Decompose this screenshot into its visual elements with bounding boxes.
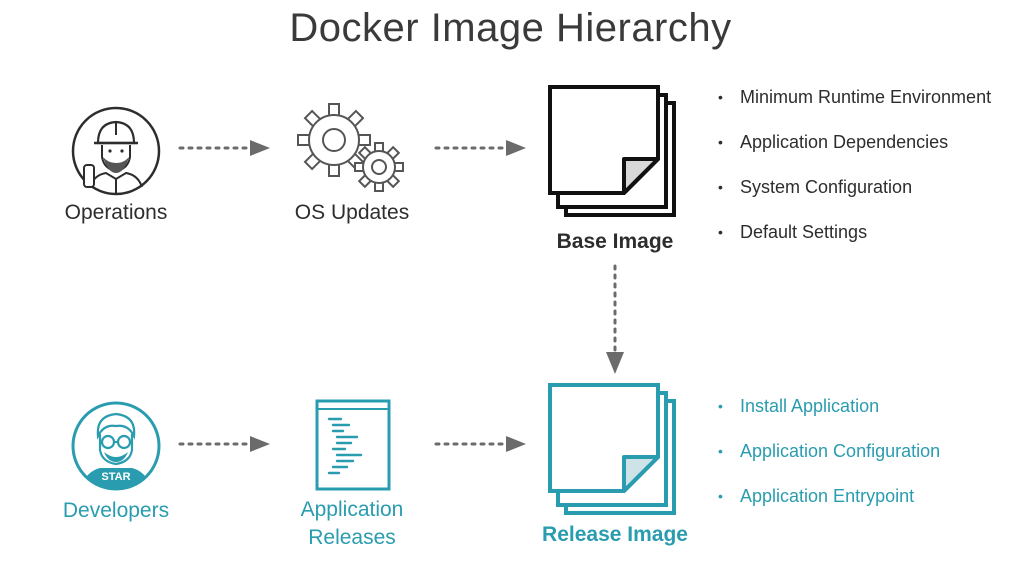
developer-avatar-icon: STAR bbox=[71, 401, 161, 491]
release-bullet: Install Application bbox=[718, 395, 940, 440]
operations-label: Operations bbox=[64, 201, 168, 224]
release-bullet: Application Configuration bbox=[718, 440, 940, 485]
release-bullet: Application Entrypoint bbox=[718, 485, 940, 530]
releases-label: Application Releases bbox=[272, 496, 432, 552]
arrow-os-to-base bbox=[434, 140, 526, 156]
arrow-developers-to-releases bbox=[178, 436, 270, 452]
base-bullet: Minimum Runtime Environment bbox=[718, 86, 991, 131]
releases-label-line2: Releases bbox=[308, 526, 396, 549]
release-image-stack-icon bbox=[548, 383, 676, 515]
developers-label: Developers bbox=[62, 499, 170, 522]
base-image-bullets: Minimum Runtime Environment Application … bbox=[718, 86, 991, 266]
releases-label-line1: Application bbox=[300, 498, 404, 521]
badge-text: STAR bbox=[101, 471, 130, 483]
diagram-title: Docker Image Hierarchy bbox=[289, 6, 732, 50]
gears-icon bbox=[297, 103, 404, 192]
release-image-bullets: Install Application Application Configur… bbox=[718, 395, 940, 530]
arrow-releases-to-release-image bbox=[434, 436, 526, 452]
release-image-label: Release Image bbox=[542, 523, 688, 546]
os-updates-label: OS Updates bbox=[294, 201, 410, 224]
base-bullet: System Configuration bbox=[718, 176, 991, 221]
base-image-stack-icon bbox=[548, 85, 676, 217]
base-image-label: Base Image bbox=[556, 230, 674, 253]
base-bullet: Application Dependencies bbox=[718, 131, 991, 176]
arrow-operations-to-os bbox=[178, 140, 270, 156]
construction-worker-icon bbox=[71, 106, 161, 196]
base-bullet: Default Settings bbox=[718, 221, 991, 266]
arrow-base-to-release bbox=[606, 264, 624, 374]
code-file-icon bbox=[315, 399, 391, 491]
